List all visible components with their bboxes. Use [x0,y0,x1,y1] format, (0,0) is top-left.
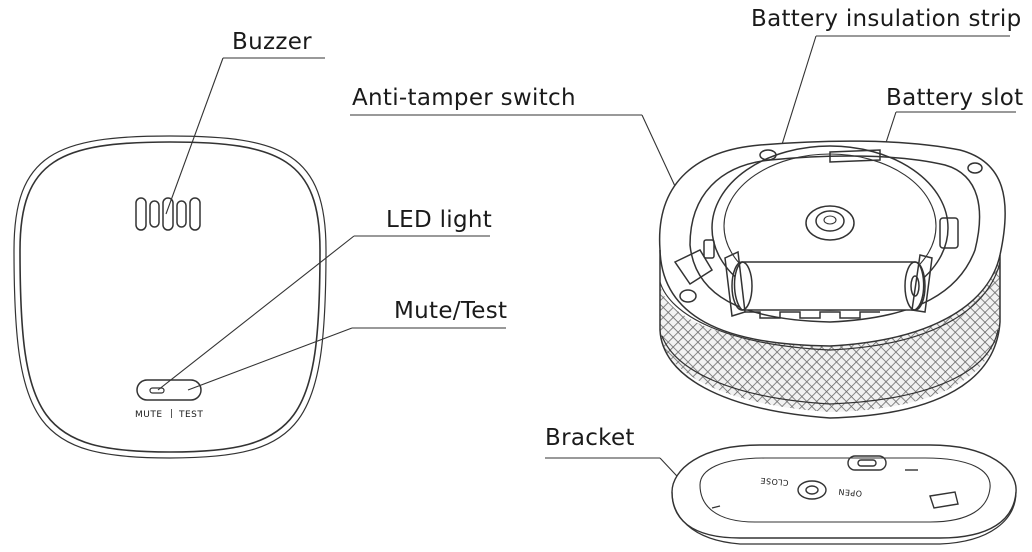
button-caption-test: TEST [179,410,204,420]
bracket [671,444,1017,545]
battery-slot-label: Battery slot [886,85,1024,111]
led-light-label: LED light [386,207,493,233]
bracket-label: Bracket [545,425,635,451]
buzzer-grille [135,197,201,231]
bracket-close-marking: CLOSE [759,475,789,488]
bracket-open-marking: OPEN [837,486,863,499]
button-caption-mute: MUTE [135,410,163,420]
buzzer-label: Buzzer [232,29,312,55]
anti-tamper-switch-label: Anti-tamper switch [352,85,576,111]
mute-test-label: Mute/Test [394,298,508,324]
battery-insulation-strip-label: Battery insulation strip [751,6,1022,32]
detector-front-view [13,135,327,459]
button-caption-divider: | [170,409,174,419]
detector-back-view [658,140,1006,419]
mute-test-button[interactable] [136,379,202,401]
